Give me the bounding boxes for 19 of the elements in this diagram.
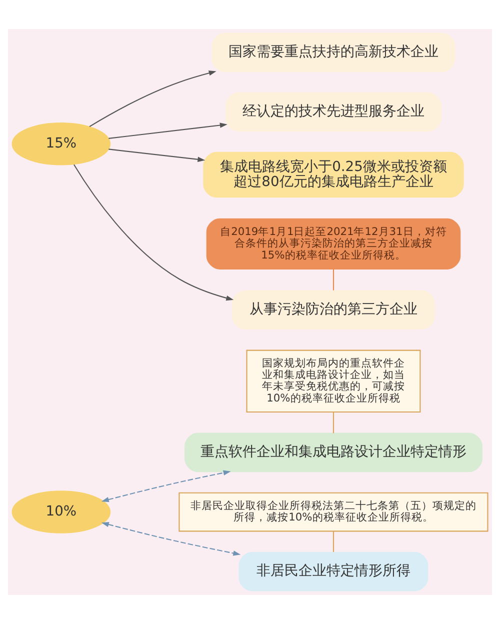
node-box: 国家规划布局内的重点软件企业和集成电路设计企业，如当年未享受免税优惠的，可减按10%的税率征收企业所得税 — [246, 350, 421, 413]
node-box: 国家需要重点扶持的高新技术企业 — [212, 32, 456, 72]
connector — [332, 412, 334, 434]
connector — [332, 269, 334, 290]
connector — [332, 531, 334, 552]
arrow — [108, 122, 228, 139]
node-box: 非居民企业取得企业所得税法第二十七条第（五）项规定的所得，减按10%的税率征收企业所得税。 — [178, 492, 488, 532]
arrow — [74, 164, 234, 301]
node-box: 重点软件企业和集成电路设计企业特定情形 — [184, 432, 482, 472]
node-box: 经认定的技术先进型服务企业 — [225, 92, 442, 132]
node-box: 集成电路线宽小于0.25微米或投资额超过80亿元的集成电路生产企业 — [203, 152, 464, 198]
node-ellipse: 15% — [12, 122, 111, 166]
node-box: 从事污染防治的第三方企业 — [232, 290, 436, 330]
arrow — [108, 148, 206, 162]
node-box: 非居民企业特定情形所得 — [238, 552, 428, 592]
arrow — [89, 70, 216, 127]
arrow — [101, 470, 231, 502]
arrow — [101, 522, 241, 556]
node-box: 自2019年1月1日起至2021年12月31日，对符合条件的从事污染防治的第三方企业减按15%的税率征收企业所得税。 — [206, 218, 461, 270]
